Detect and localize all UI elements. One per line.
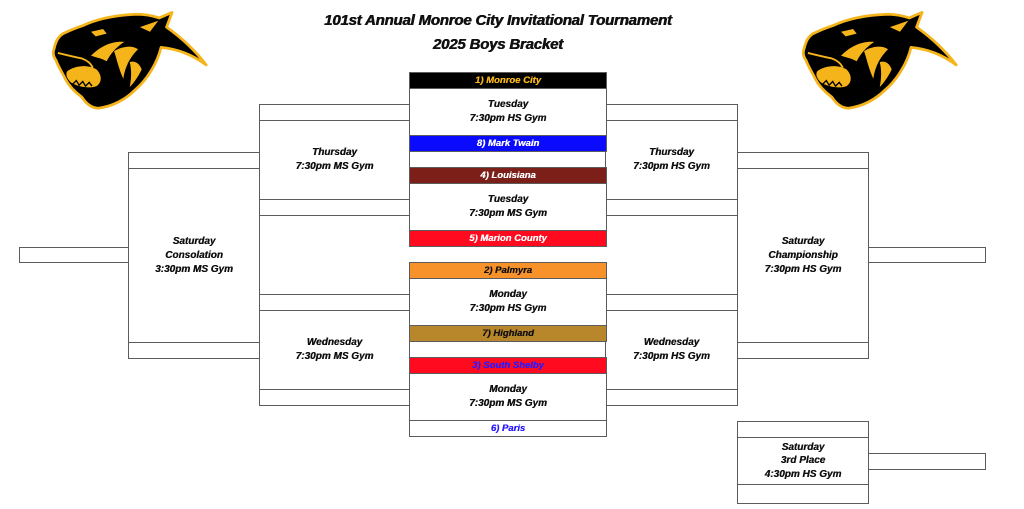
title-line-1: 101st Annual Monroe City Invitational To… — [324, 12, 672, 29]
first-round-game-2: 4) Louisiana Tuesday 7:30pm MS Gym 5) Ma… — [409, 167, 607, 247]
game-day: Monday — [489, 289, 527, 300]
first-round-game-1: 1) Monroe City Tuesday 7:30pm HS Gym 8) … — [409, 72, 607, 152]
page-title: 101st Annual Monroe City Invitational To… — [0, 9, 996, 57]
team-slot — [260, 199, 409, 215]
first-round-game-3: 2) Palmyra Monday 7:30pm HS Gym 7) Highl… — [409, 262, 607, 342]
consolation-winner-slot — [19, 247, 129, 263]
team-slot — [260, 389, 409, 405]
game-day: Thursday — [311, 147, 357, 158]
team-slot — [129, 342, 259, 358]
game-info: Saturday Championship 7:30pm HS Gym — [738, 169, 868, 342]
team-slot — [738, 484, 868, 503]
seed-team-bottom: 6) Paris — [410, 420, 606, 436]
consolation-final-game: Saturday Consolation 3:30pm MS Gym — [128, 152, 260, 359]
game-info: Thursday 7:30pm MS Gym — [260, 121, 409, 199]
game-time-location: 7:30pm HS Gym — [469, 113, 547, 124]
seed-team-bottom: 5) Marion County — [410, 230, 606, 246]
seed-team-bottom: 8) Mark Twain — [410, 135, 606, 151]
game-info: Saturday 3rd Place 4:30pm HS Gym — [738, 438, 868, 484]
game-label: 3rd Place — [780, 455, 826, 467]
game-time-location: 7:30pm HS Gym — [633, 351, 710, 362]
consolation-semi-top-game: Thursday 7:30pm MS Gym — [259, 104, 410, 216]
championship-semi-top-game: Thursday 7:30pm HS Gym — [605, 104, 738, 216]
team-slot — [738, 422, 868, 438]
consolation-semi-bottom-game: Wednesday 7:30pm MS Gym — [259, 294, 410, 406]
game-day: Monday — [489, 384, 527, 395]
title-line-2: 2025 Boys Bracket — [432, 36, 564, 53]
team-slot — [129, 153, 259, 169]
seed-team-top: 2) Palmyra — [410, 263, 606, 279]
panther-logo-left-icon — [45, 3, 220, 113]
game-label: Consolation — [165, 249, 223, 261]
game-time-location: 7:30pm MS Gym — [469, 208, 547, 219]
team-slot — [606, 295, 737, 311]
champion-slot — [868, 247, 986, 263]
game-day: Saturday — [172, 235, 216, 247]
game-time-location: 7:30pm HS Gym — [633, 161, 710, 172]
third-place-game: Saturday 3rd Place 4:30pm HS Gym — [737, 421, 869, 504]
team-slot — [260, 295, 409, 311]
game-time-location: 3:30pm MS Gym — [155, 263, 233, 275]
team-slot — [606, 105, 737, 121]
game-info: Tuesday 7:30pm MS Gym — [410, 184, 606, 230]
game-day: Thursday — [648, 147, 694, 158]
championship-final-game: Saturday Championship 7:30pm HS Gym — [737, 152, 869, 359]
game-info: Saturday Consolation 3:30pm MS Gym — [129, 169, 259, 342]
seed-team-top: 4) Louisiana — [410, 168, 606, 184]
game-day: Tuesday — [487, 99, 529, 110]
game-info: Tuesday 7:30pm HS Gym — [410, 89, 606, 135]
seed-team-top: 3) South Shelby — [410, 358, 606, 374]
game-time-location: 7:30pm MS Gym — [295, 161, 374, 172]
game-time-location: 7:30pm MS Gym — [295, 351, 374, 362]
game-info: Wednesday 7:30pm MS Gym — [260, 311, 409, 389]
team-slot — [606, 199, 737, 215]
game-info: Thursday 7:30pm HS Gym — [606, 121, 737, 199]
third-place-winner-slot — [868, 453, 986, 470]
panther-logo-right-icon — [795, 3, 970, 113]
seed-team-top: 1) Monroe City — [410, 73, 606, 89]
game-time-location: 7:30pm MS Gym — [469, 398, 547, 409]
game-day: Saturday — [781, 441, 825, 453]
team-slot — [606, 389, 737, 405]
game-info: Monday 7:30pm MS Gym — [410, 374, 606, 420]
team-slot — [260, 105, 409, 121]
game-info: Wednesday 7:30pm HS Gym — [606, 311, 737, 389]
team-slot — [738, 342, 868, 358]
game-day: Tuesday — [487, 194, 529, 205]
game-time-location: 4:30pm HS Gym — [764, 468, 842, 480]
game-day: Wednesday — [643, 337, 700, 348]
seed-team-bottom: 7) Highland — [410, 325, 606, 341]
game-time-location: 7:30pm HS Gym — [469, 303, 547, 314]
game-time-location: 7:30pm HS Gym — [764, 263, 842, 275]
game-day: Wednesday — [306, 337, 363, 348]
game-info: Monday 7:30pm HS Gym — [410, 279, 606, 325]
game-day: Saturday — [781, 235, 825, 247]
championship-semi-bottom-game: Wednesday 7:30pm HS Gym — [605, 294, 738, 406]
first-round-game-4: 3) South Shelby Monday 7:30pm MS Gym 6) … — [409, 357, 607, 437]
game-label: Championship — [768, 249, 838, 261]
team-slot — [738, 153, 868, 169]
